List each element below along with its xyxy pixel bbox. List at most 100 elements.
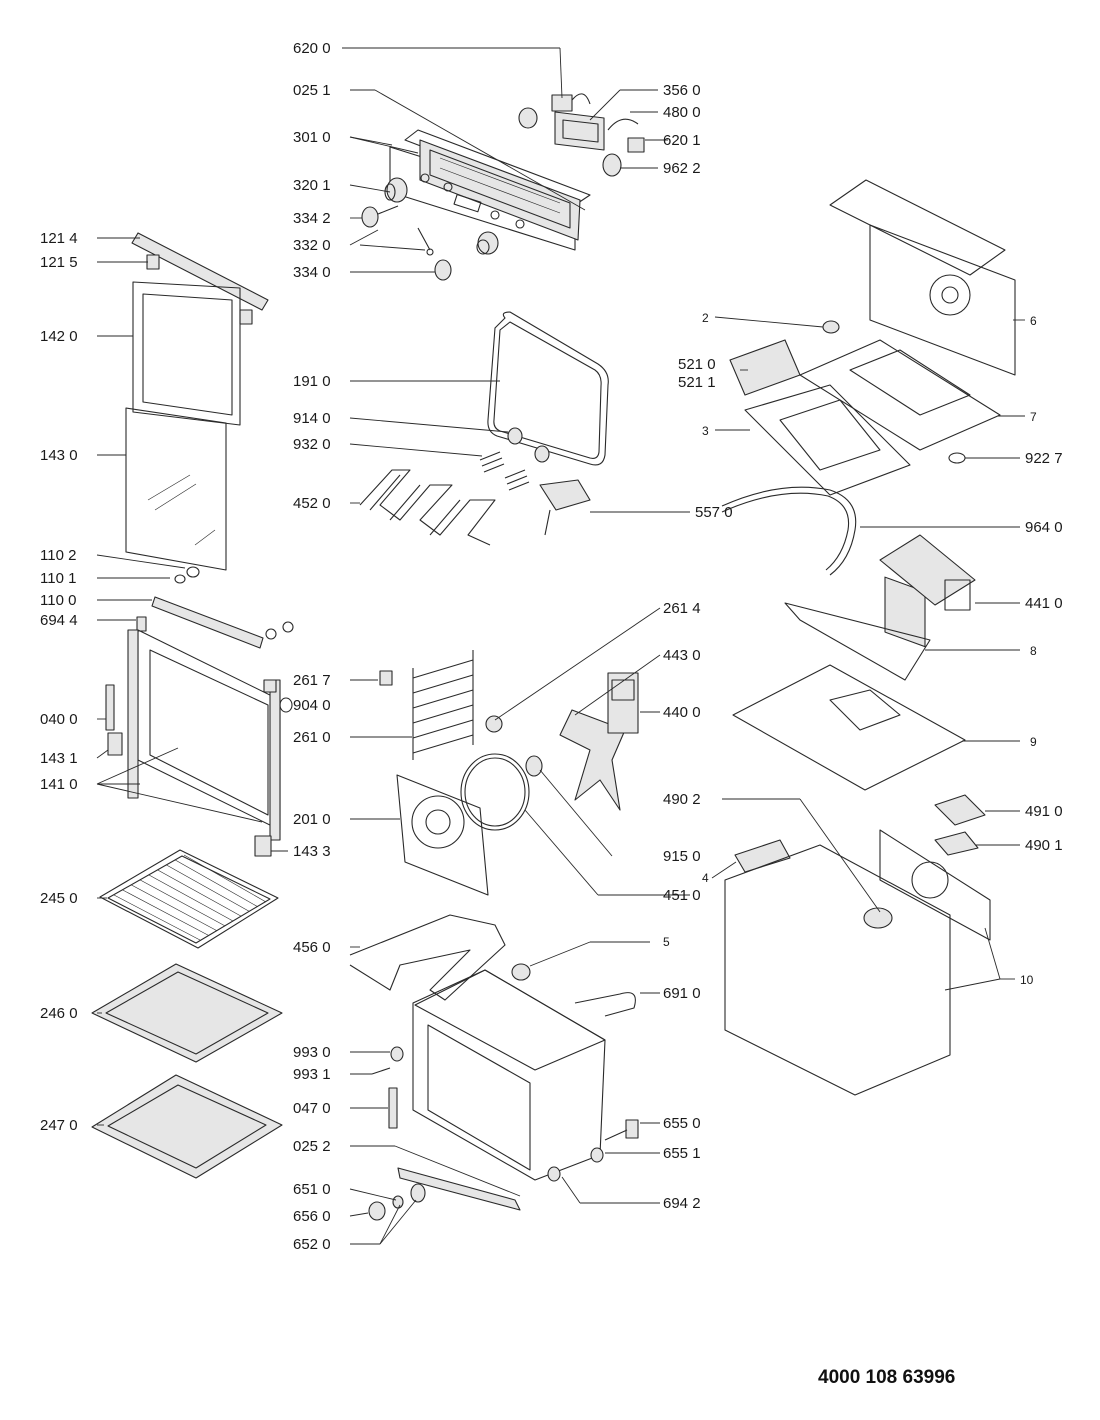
rack-rung — [412, 719, 474, 739]
label-620-0: 620 0 — [293, 40, 331, 57]
label-620-1: 620 1 — [663, 132, 701, 149]
label-914-0: 914 0 — [293, 410, 331, 427]
label-656-0: 656 0 — [293, 1208, 331, 1225]
label-245-0: 245 0 — [40, 890, 78, 907]
switch-620-1 — [602, 118, 645, 177]
shelf-wire — [183, 854, 267, 903]
label-490-2: 490 2 — [663, 791, 701, 808]
label-246-0: 246 0 — [40, 1005, 78, 1022]
label-521-1: 521 1 — [678, 374, 716, 391]
label-110-2: 110 2 — [40, 547, 76, 564]
label-655-0: 655 0 — [663, 1115, 701, 1132]
label-047-0: 047 0 — [293, 1100, 331, 1117]
shelf-wire — [131, 884, 217, 931]
label-7: 7 — [1030, 410, 1037, 424]
label-456-0: 456 0 — [293, 939, 331, 956]
label-040-0: 040 0 — [40, 711, 78, 728]
leader-lines — [96, 47, 1025, 1245]
label-4: 4 — [702, 871, 709, 885]
label-9: 9 — [1030, 735, 1037, 749]
label-2: 2 — [702, 311, 709, 325]
label-694-4: 694 4 — [40, 612, 78, 629]
label-521-0: 521 0 — [678, 356, 716, 373]
label-993-0: 993 0 — [293, 1044, 331, 1061]
label-320-1: 320 1 — [293, 177, 331, 194]
label-440-0: 440 0 — [663, 704, 701, 721]
label-025-1: 025 1 — [293, 82, 331, 99]
label-6: 6 — [1030, 314, 1037, 328]
label-451-0: 451 0 — [663, 887, 701, 904]
housing-group — [721, 179, 1016, 1096]
label-356-0: 356 0 — [663, 82, 701, 99]
label-691-0: 691 0 — [663, 985, 701, 1002]
label-932-0: 932 0 — [293, 436, 331, 453]
label-491-0: 491 0 — [1025, 803, 1063, 820]
shelf-wire — [148, 874, 234, 922]
shelf-wire — [140, 879, 225, 927]
label-121-5: 121 5 — [40, 254, 78, 271]
label-655-1: 655 1 — [663, 1145, 701, 1162]
label-452-0: 452 0 — [293, 495, 331, 512]
shelf-wire — [166, 864, 250, 912]
display-module-356-0 — [554, 111, 605, 151]
label-962-2: 962 2 — [663, 160, 701, 177]
document-number: 4000 108 63996 — [818, 1367, 955, 1388]
label-121-4: 121 4 — [40, 230, 78, 247]
label-191-0: 191 0 — [293, 373, 331, 390]
label-651-0: 651 0 — [293, 1181, 331, 1198]
door-group — [105, 232, 294, 857]
rack-rung — [412, 704, 474, 724]
rack-rung — [412, 734, 474, 754]
spring-332-0 — [417, 227, 434, 256]
label-964-0: 964 0 — [1025, 519, 1063, 536]
label-301-0: 301 0 — [293, 129, 331, 146]
label-332-0: 332 0 — [293, 237, 331, 254]
label-5: 5 — [663, 935, 670, 949]
shelf-wire — [122, 889, 209, 936]
label-490-1: 490 1 — [1025, 837, 1063, 854]
label-261-4: 261 4 — [663, 600, 701, 617]
rack-rung — [412, 659, 474, 679]
knob-320-1 — [384, 177, 408, 203]
label-143-0: 143 0 — [40, 447, 78, 464]
label-334-2: 334 2 — [293, 210, 331, 227]
label-110-0: 110 0 — [40, 592, 76, 609]
label-143-1: 143 1 — [40, 750, 78, 767]
label-8: 8 — [1030, 644, 1037, 658]
label-441-0: 441 0 — [1025, 595, 1063, 612]
rack-rung — [412, 689, 474, 709]
shelf-wire — [157, 869, 242, 917]
label-201-0: 201 0 — [293, 811, 331, 828]
label-557-0: 557 0 — [695, 504, 733, 521]
rack-rung — [412, 674, 474, 694]
label-025-2: 025 2 — [293, 1138, 331, 1155]
knob-334-0b — [476, 231, 499, 255]
label-694-2: 694 2 — [663, 1195, 701, 1212]
control-panel-group — [361, 93, 645, 281]
label-247-0: 247 0 — [40, 1117, 78, 1134]
shelf-wire — [175, 859, 258, 908]
label-261-7: 261 7 — [293, 672, 331, 689]
label-10: 10 — [1020, 973, 1034, 987]
knob-334-0 — [434, 259, 452, 281]
label-993-1: 993 1 — [293, 1066, 331, 1083]
label-443-0: 443 0 — [663, 647, 701, 664]
label-142-0: 142 0 — [40, 328, 78, 345]
label-141-0: 141 0 — [40, 776, 78, 793]
label-3: 3 — [702, 424, 709, 438]
part-labels: 620 0 025 1 301 0 320 1 334 2 332 0 334 … — [40, 40, 1063, 1253]
label-143-3: 143 3 — [293, 843, 331, 860]
label-261-0: 261 0 — [293, 729, 331, 746]
label-922-7: 922 7 — [1025, 450, 1063, 467]
label-652-0: 652 0 — [293, 1236, 331, 1253]
label-915-0: 915 0 — [663, 848, 701, 865]
label-110-1: 110 1 — [40, 570, 76, 587]
shelf-wire — [113, 894, 201, 941]
cavity-parts-group — [349, 311, 639, 1221]
label-334-0: 334 0 — [293, 264, 331, 281]
trays-group — [91, 849, 283, 1179]
switch-620-0 — [518, 93, 591, 129]
knob-334-2 — [361, 205, 399, 228]
